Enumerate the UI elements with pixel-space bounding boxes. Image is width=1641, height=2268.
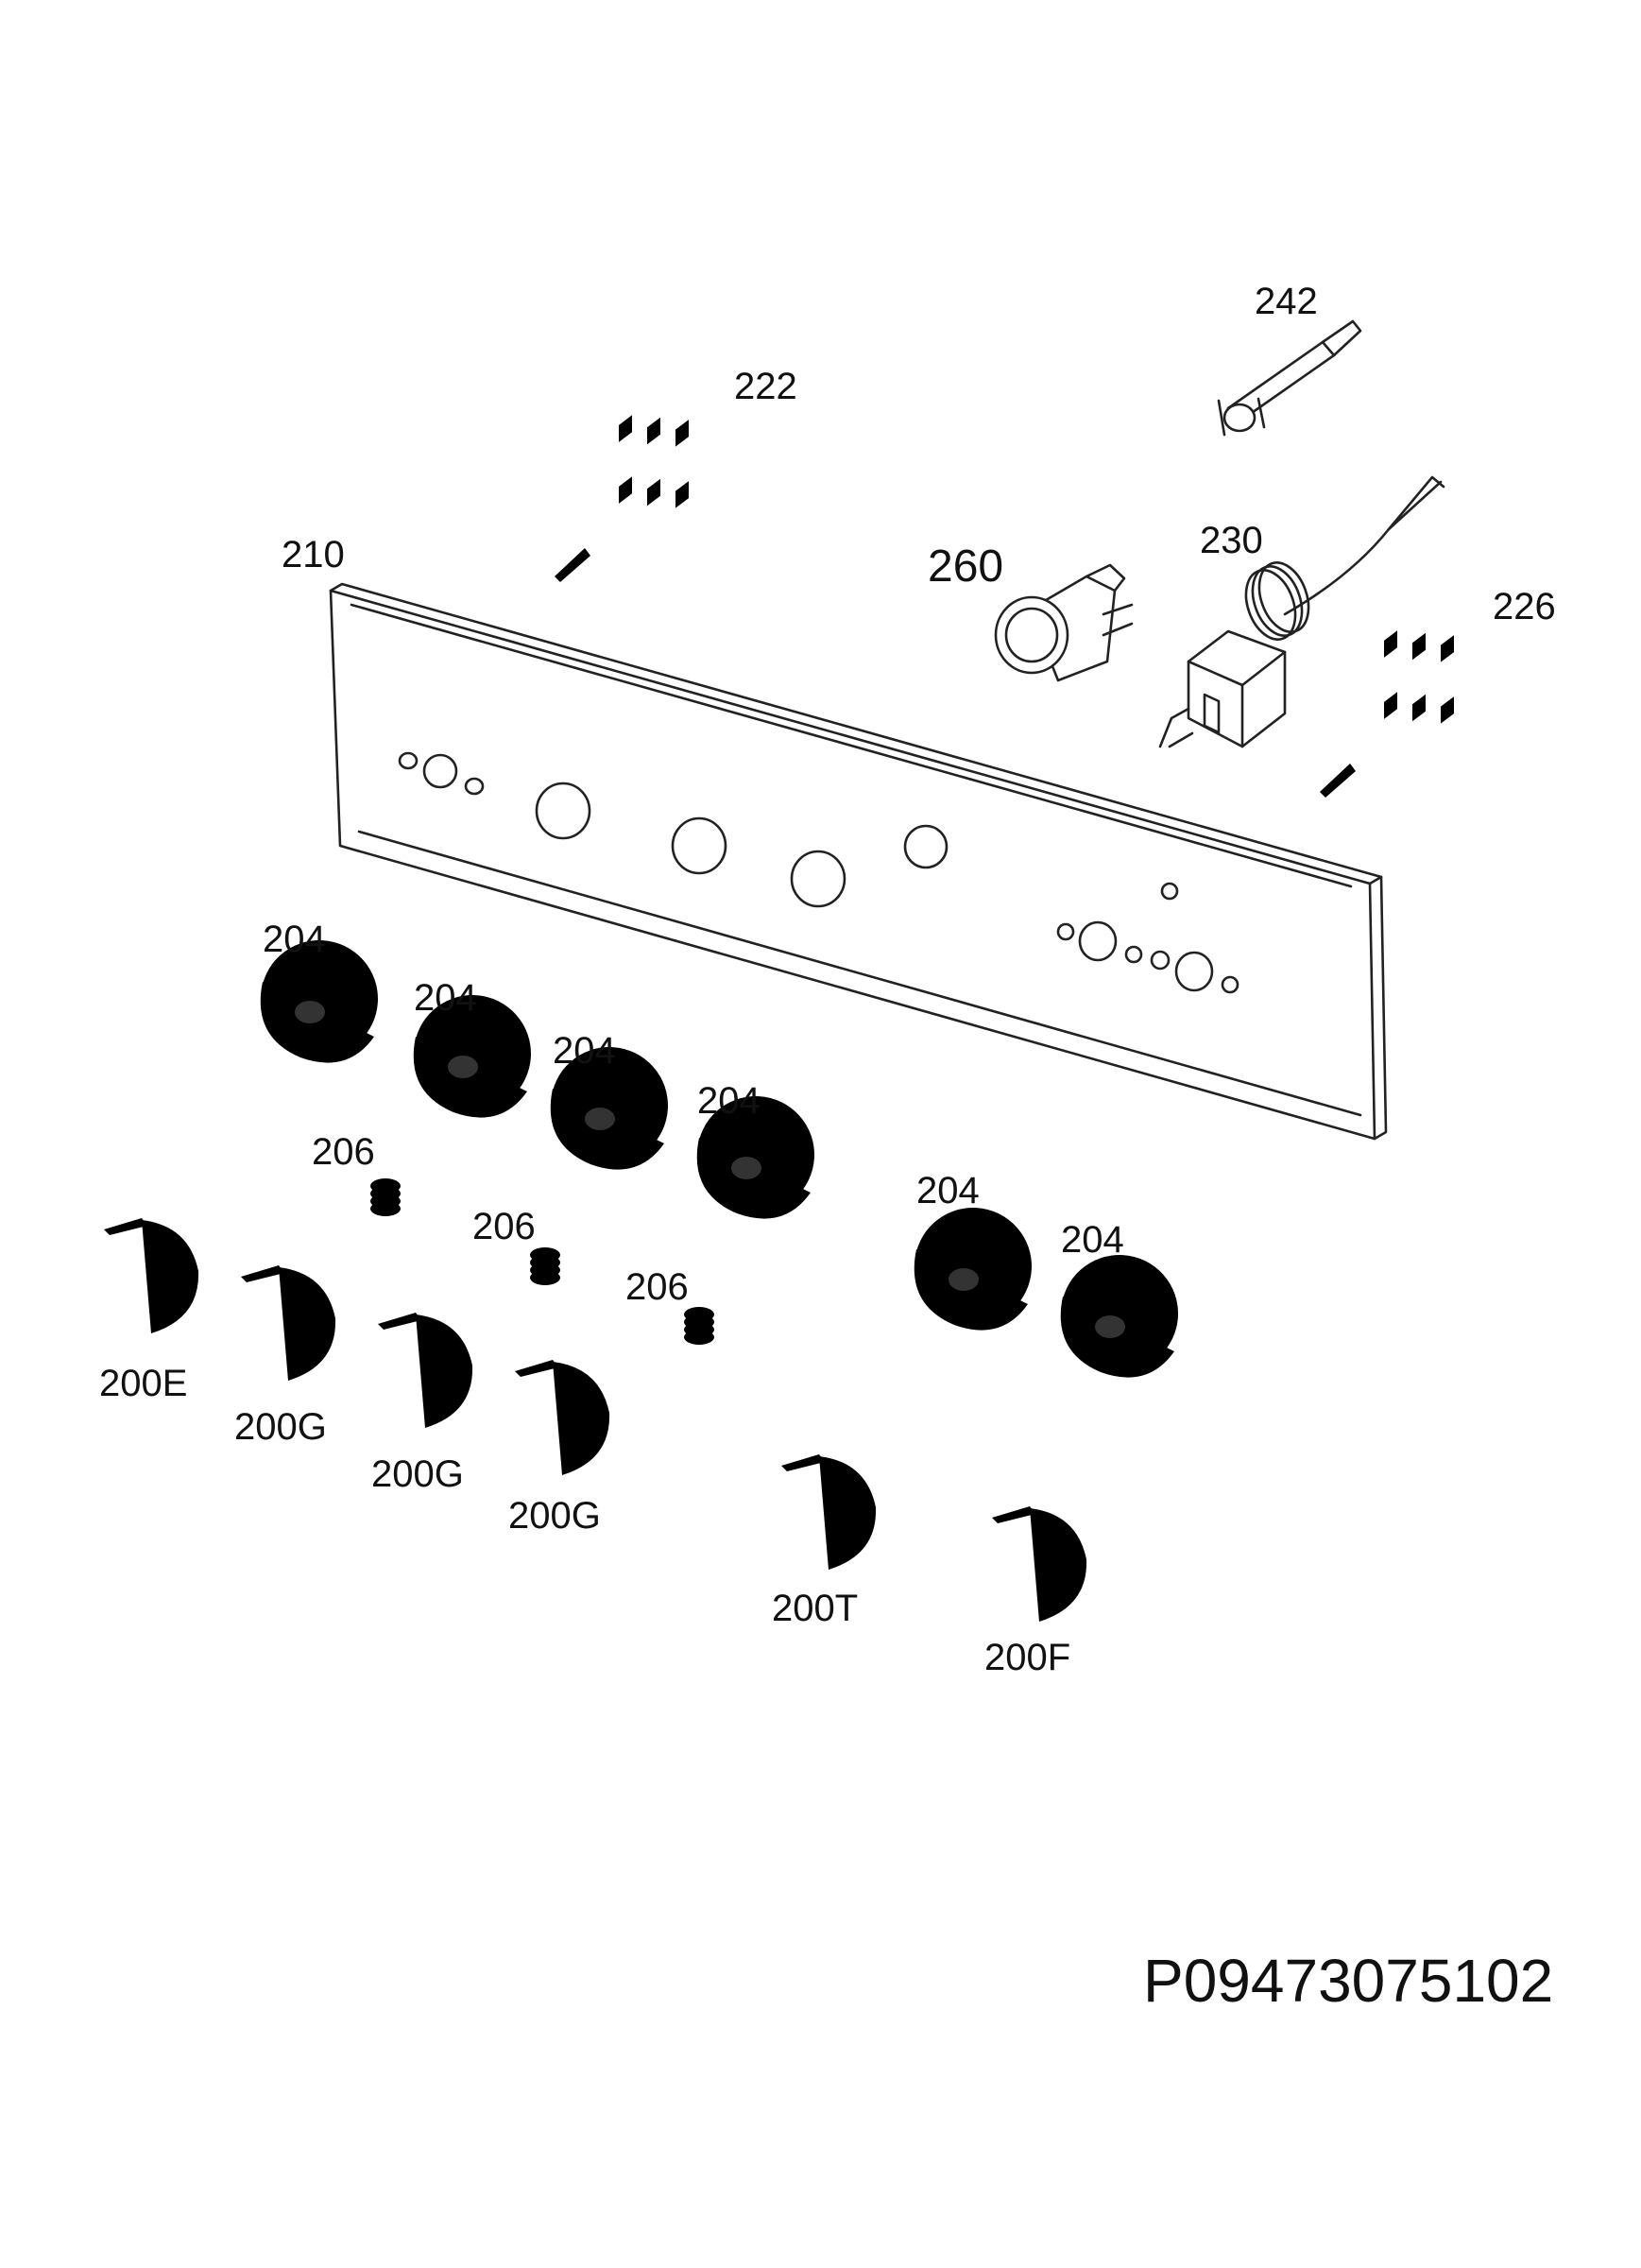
- label-204-6: 204: [1061, 1219, 1124, 1261]
- panel-hole: [422, 753, 458, 789]
- rotary-switch-222: [555, 378, 718, 582]
- label-242: 242: [1255, 281, 1318, 322]
- label-204-3: 204: [553, 1030, 616, 1072]
- label-200e: 200E: [99, 1363, 187, 1404]
- control-panel: [329, 582, 1388, 1141]
- indicator-lamp-260: [994, 563, 1134, 682]
- panel-hole: [1124, 945, 1143, 964]
- label-206-2: 206: [472, 1206, 536, 1247]
- label-200g-1: 200G: [234, 1406, 327, 1448]
- label-210: 210: [282, 534, 345, 576]
- panel-hole: [1150, 950, 1171, 971]
- thermostat-230: [1158, 475, 1445, 748]
- label-226: 226: [1493, 586, 1556, 627]
- spring-1: [370, 1178, 401, 1216]
- label-230: 230: [1200, 520, 1263, 561]
- label-260: 260: [928, 541, 1003, 592]
- panel-hole: [1221, 975, 1239, 994]
- label-222: 222: [734, 366, 797, 407]
- rotary-switch-226: [1320, 593, 1483, 798]
- label-204-4: 204: [697, 1080, 761, 1122]
- label-200g-2: 200G: [371, 1453, 464, 1495]
- knob-200e: [93, 1217, 221, 1343]
- panel-hole: [1078, 920, 1118, 962]
- label-204-2: 204: [414, 977, 477, 1019]
- panel-hole: [1174, 951, 1214, 992]
- label-206-1: 206: [312, 1131, 375, 1173]
- panel-hole: [790, 850, 846, 908]
- panel-hole: [1056, 922, 1075, 941]
- knob-200g-3: [504, 1359, 632, 1485]
- knob-200t: [770, 1453, 898, 1579]
- bezel-6: [1052, 1246, 1187, 1381]
- spring-3: [684, 1307, 714, 1345]
- label-204-5: 204: [916, 1170, 980, 1211]
- label-204-1: 204: [263, 919, 326, 960]
- label-200f: 200F: [984, 1637, 1070, 1678]
- panel-hole: [671, 816, 727, 875]
- label-200g-3: 200G: [508, 1495, 601, 1537]
- panel-hole: [1160, 882, 1179, 901]
- panel-hole: [903, 824, 949, 869]
- lamp-holder-242: [1217, 319, 1362, 437]
- panel-hole: [464, 777, 485, 796]
- panel-hole: [535, 782, 591, 840]
- bezel-5: [906, 1199, 1040, 1333]
- panel-hole: [398, 751, 419, 770]
- spring-2: [530, 1247, 560, 1285]
- label-200t: 200T: [772, 1588, 858, 1629]
- label-206-3: 206: [625, 1266, 689, 1308]
- knob-200f: [981, 1505, 1109, 1631]
- document-id: P09473075102: [1143, 1947, 1553, 2015]
- knob-200g-1: [230, 1264, 358, 1390]
- knob-200g-2: [367, 1312, 495, 1437]
